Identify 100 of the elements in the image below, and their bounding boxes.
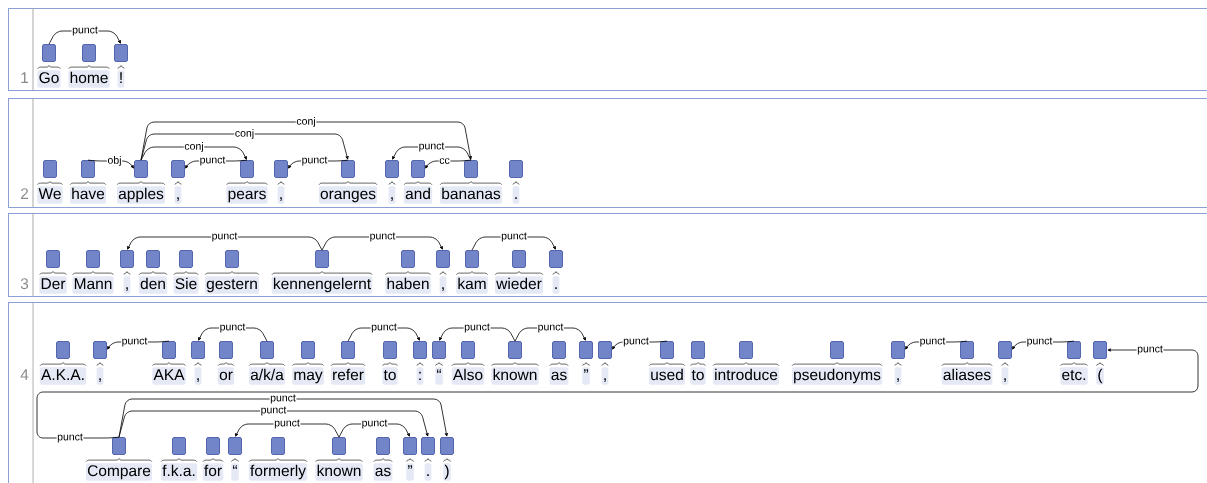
token-box: as [373, 437, 393, 481]
token-box: haben [385, 250, 431, 294]
node-label: “ [232, 465, 238, 469]
token-box: , [171, 160, 185, 204]
token-box: , [191, 341, 205, 385]
node-label: “ [436, 369, 442, 373]
relation-label: punct [1136, 344, 1164, 356]
edge-label: punct [1026, 336, 1053, 348]
edge-label: conj [234, 128, 255, 140]
edge-label: punct [369, 231, 396, 243]
token-box: known [315, 437, 363, 481]
token-box: to [382, 341, 398, 385]
edge-label: punct [219, 322, 246, 334]
token-box: ! [114, 44, 128, 88]
token-box: refer [330, 341, 366, 385]
token-box: a/k/a [249, 341, 285, 385]
edge-label: punct [500, 231, 528, 243]
token-box: kam [456, 250, 488, 294]
node-label: , [99, 378, 101, 382]
node-label: : [419, 371, 421, 381]
arrow [118, 398, 448, 438]
arrow [36, 348, 1199, 439]
node-label: ( [1098, 368, 1103, 384]
node-label: , [391, 197, 393, 201]
token-box: ” [579, 341, 593, 385]
node-label: ) [444, 464, 449, 480]
arrow [87, 159, 134, 169]
token-box: , [891, 341, 905, 385]
edge-label: punct [370, 322, 398, 334]
token-box: known [491, 341, 539, 385]
arrow [425, 159, 472, 169]
token-box: We [37, 160, 63, 204]
token-box: Also [451, 341, 485, 385]
token-box: , [274, 160, 288, 204]
token-box: kennengelernt [271, 250, 373, 294]
arrow [118, 410, 429, 438]
edge-label: punct [622, 336, 650, 348]
token-box: den [138, 250, 168, 294]
token-box: formerly [248, 437, 308, 481]
token-box: to [690, 341, 706, 385]
token-box: Go [37, 44, 61, 88]
edge-label: punct [269, 393, 297, 405]
node-label: ” [407, 465, 413, 469]
token-box: and [403, 160, 433, 204]
node-label: . [515, 197, 517, 199]
token-box: , [598, 341, 612, 385]
token-box: pears [226, 160, 268, 204]
token-box: Compare [85, 437, 153, 481]
token-box: ( [1093, 341, 1107, 385]
node-label: , [442, 287, 444, 291]
token-box: have [70, 160, 106, 204]
token-box: , [436, 250, 450, 294]
token-box: used [649, 341, 685, 385]
node-label: , [126, 287, 128, 291]
edge-label: obj [106, 155, 123, 167]
edge-label: punct [537, 322, 564, 334]
token-box: AKA [152, 341, 186, 385]
node-label: ” [583, 369, 589, 373]
token-box: etc. [1060, 341, 1088, 385]
token-box: pseudonyms [791, 341, 883, 385]
node-label: , [177, 197, 179, 201]
edge-label: punct [121, 336, 148, 348]
token-box: ” [403, 437, 417, 481]
token-box: , [998, 341, 1012, 385]
edge-label: conj [295, 116, 317, 128]
edge-label: punct [361, 418, 388, 430]
edge-label: punct [418, 141, 445, 153]
edge-label: punct [260, 405, 287, 417]
node-label: . [555, 287, 557, 290]
token-box: . [421, 437, 435, 481]
arrow [140, 121, 472, 161]
token-box: , [120, 250, 134, 294]
token-box: : [413, 341, 427, 385]
token-box: , [93, 341, 107, 385]
node-label: . [427, 474, 429, 477]
token-box: introduce [712, 341, 780, 385]
edge-label: punct [56, 432, 84, 444]
token-box: . [509, 160, 523, 204]
arrow [140, 146, 247, 161]
node-label: , [280, 197, 282, 201]
token-box: A.K.A. [39, 341, 87, 385]
token-box: , [385, 160, 399, 204]
edge-label: punct [273, 418, 301, 430]
token-box: may [292, 341, 324, 385]
token-box: f.k.a. [161, 437, 197, 481]
token-box: as [549, 341, 569, 385]
token-box: “ [432, 341, 446, 385]
edge-label: punct [919, 336, 946, 348]
token-box: ) [440, 437, 454, 481]
token-box: wieder [494, 250, 544, 294]
node-label: , [604, 378, 606, 382]
edge-label: punct [463, 322, 491, 334]
edge-label: conj [183, 141, 205, 153]
token-box: “ [228, 437, 242, 481]
edge-label: punct [301, 155, 328, 167]
token-box: home [68, 44, 110, 88]
edge-label: punct [199, 155, 226, 167]
arrow [140, 133, 349, 161]
token-box: or [217, 341, 235, 385]
node-label: , [897, 378, 899, 382]
